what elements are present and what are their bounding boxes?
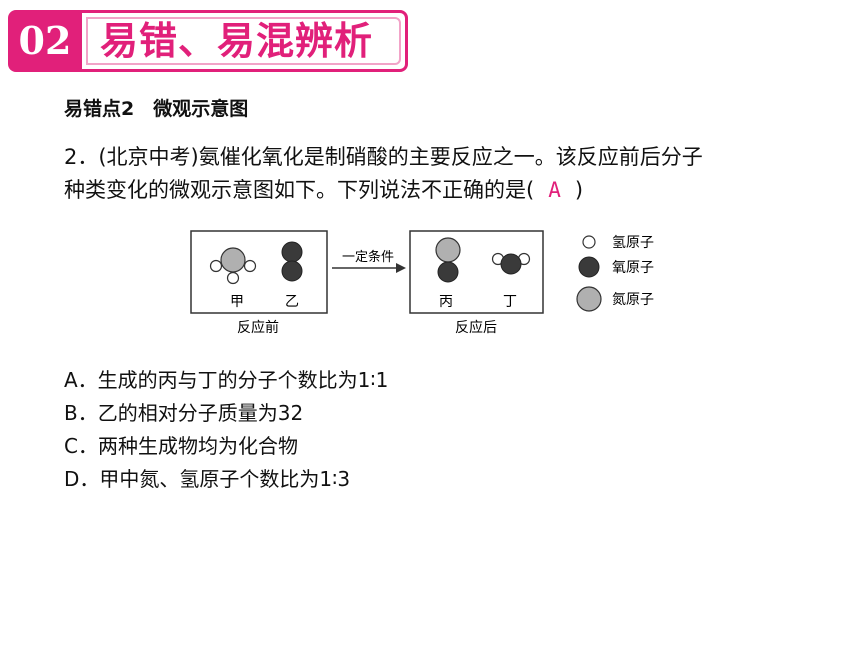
section-number: 02 xyxy=(18,18,72,63)
micro-diagram-svg: 甲 乙 反应前 一定条件 丙 丁 反应后 氢原子 xyxy=(190,230,654,336)
micro-diagram: 甲 乙 反应前 一定条件 丙 丁 反应后 氢原子 xyxy=(188,226,678,344)
section-title-box: 易错、易混辨析 xyxy=(82,10,408,72)
oxygen-atom-icon xyxy=(437,261,459,283)
answer-mark: A xyxy=(548,178,561,202)
legend-hydrogen-label: 氢原子 xyxy=(612,235,654,251)
label-jia: 甲 xyxy=(230,294,244,310)
question-stem: 2．(北京中考)氨催化氧化是制硝酸的主要反应之一。该反应前后分子 种类变化的微观… xyxy=(64,141,804,207)
question-line-2-text: 种类变化的微观示意图如下。下列说法不正确的是( xyxy=(64,178,535,202)
hydrogen-atom-icon xyxy=(209,259,223,273)
nitrogen-legend-icon xyxy=(576,286,602,312)
option-b: B．乙的相对分子质量为32 xyxy=(64,401,304,425)
arrow-right-icon xyxy=(396,263,406,273)
section-title: 易错、易混辨析 xyxy=(100,18,374,63)
oxygen-atom-icon xyxy=(281,241,303,263)
legend-oxygen-label: 氧原子 xyxy=(612,260,654,276)
label-ding: 丁 xyxy=(503,294,517,310)
after-caption: 反应后 xyxy=(455,319,497,336)
question-close-paren: ) xyxy=(574,178,584,202)
hydrogen-legend-icon xyxy=(582,235,596,249)
legend-nitrogen-label: 氮原子 xyxy=(612,292,654,308)
after-reaction-box xyxy=(409,230,544,314)
water-molecule xyxy=(491,252,531,275)
oxygen-atom-icon xyxy=(500,253,522,275)
nitrogen-atom-icon xyxy=(435,237,461,263)
legend: 氢原子 氧原子 氮原子 xyxy=(576,235,654,312)
hydrogen-atom-icon xyxy=(243,259,257,273)
before-caption: 反应前 xyxy=(237,319,279,336)
label-yi: 乙 xyxy=(285,294,299,310)
reaction-condition: 一定条件 xyxy=(342,249,394,265)
oxygen-atom-icon xyxy=(281,260,303,282)
oxygen-legend-icon xyxy=(578,256,600,278)
question-line-1: 2．(北京中考)氨催化氧化是制硝酸的主要反应之一。该反应前后分子 xyxy=(64,145,703,169)
question-line-2: 种类变化的微观示意图如下。下列说法不正确的是( A) xyxy=(64,174,804,207)
section-number-box xyxy=(8,10,82,72)
answer-options: A．生成的丙与丁的分子个数比为1∶1 B．乙的相对分子质量为32 C．两种生成物… xyxy=(64,364,388,496)
option-a: A．生成的丙与丁的分子个数比为1∶1 xyxy=(64,368,389,392)
hydrogen-atom-icon xyxy=(226,271,240,285)
section-banner: 02 易错、易混辨析 xyxy=(8,10,408,72)
before-reaction-box xyxy=(190,230,328,314)
option-d: D．甲中氮、氢原子个数比为1∶3 xyxy=(64,467,351,491)
label-bing: 丙 xyxy=(439,294,453,310)
ammonia-molecule xyxy=(209,247,257,285)
nitrogen-atom-icon xyxy=(220,247,246,273)
option-c: C．两种生成物均为化合物 xyxy=(64,434,298,458)
error-point-heading: 易错点2 微观示意图 xyxy=(64,98,249,120)
nitric-oxide-molecule xyxy=(435,237,461,283)
oxygen-molecule xyxy=(281,241,303,282)
